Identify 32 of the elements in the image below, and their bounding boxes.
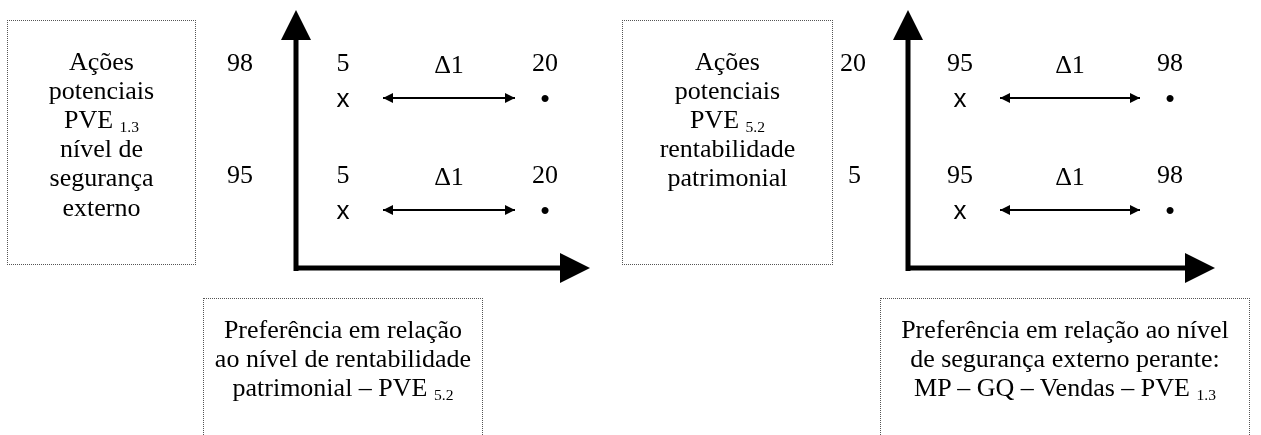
value-label: 5 — [335, 160, 351, 190]
double-arrow — [999, 205, 1141, 215]
axis-value: 98 — [227, 48, 253, 78]
value-label: 20 — [531, 48, 559, 78]
value-label: 95 — [946, 48, 974, 78]
dot-marker: • — [1164, 194, 1176, 226]
text-box — [880, 298, 1250, 435]
box-text: Preferência em relação ao nível de segurança externo perante: MP – GQ – Vendas – PVE $_{1.3}$ — [900, 315, 1230, 406]
cross-marker: x — [952, 194, 968, 226]
text-box — [7, 20, 196, 265]
value-label: 20 — [531, 160, 559, 190]
axis-value: 95 — [227, 160, 253, 190]
dot-marker: • — [539, 82, 551, 114]
value-label: 95 — [946, 160, 974, 190]
axis-value: 5 — [848, 160, 861, 190]
text-box — [622, 20, 833, 265]
double-arrow — [382, 93, 516, 103]
value-label: 5 — [335, 48, 351, 78]
axis-value: 20 — [840, 48, 866, 78]
dot-marker: • — [539, 194, 551, 226]
double-arrow — [382, 205, 516, 215]
cross-marker: x — [335, 194, 351, 226]
cross-marker: x — [335, 82, 351, 114]
dot-marker: • — [1164, 82, 1176, 114]
box-text: Preferência em relação ao nível de rentabilidade patrimonial – PVE $_{5.2}$ — [213, 315, 473, 406]
box-text: Ações potenciais PVE $_{1.3}$ nível de segurança externo — [47, 47, 156, 224]
box-text: Ações potenciais PVE $_{5.2}$ rentabilidade patrimonial — [658, 47, 797, 195]
value-label: 98 — [1156, 160, 1184, 190]
cross-marker: x — [952, 82, 968, 114]
double-arrow — [999, 93, 1141, 103]
text-box — [203, 298, 483, 435]
value-label: 98 — [1156, 48, 1184, 78]
